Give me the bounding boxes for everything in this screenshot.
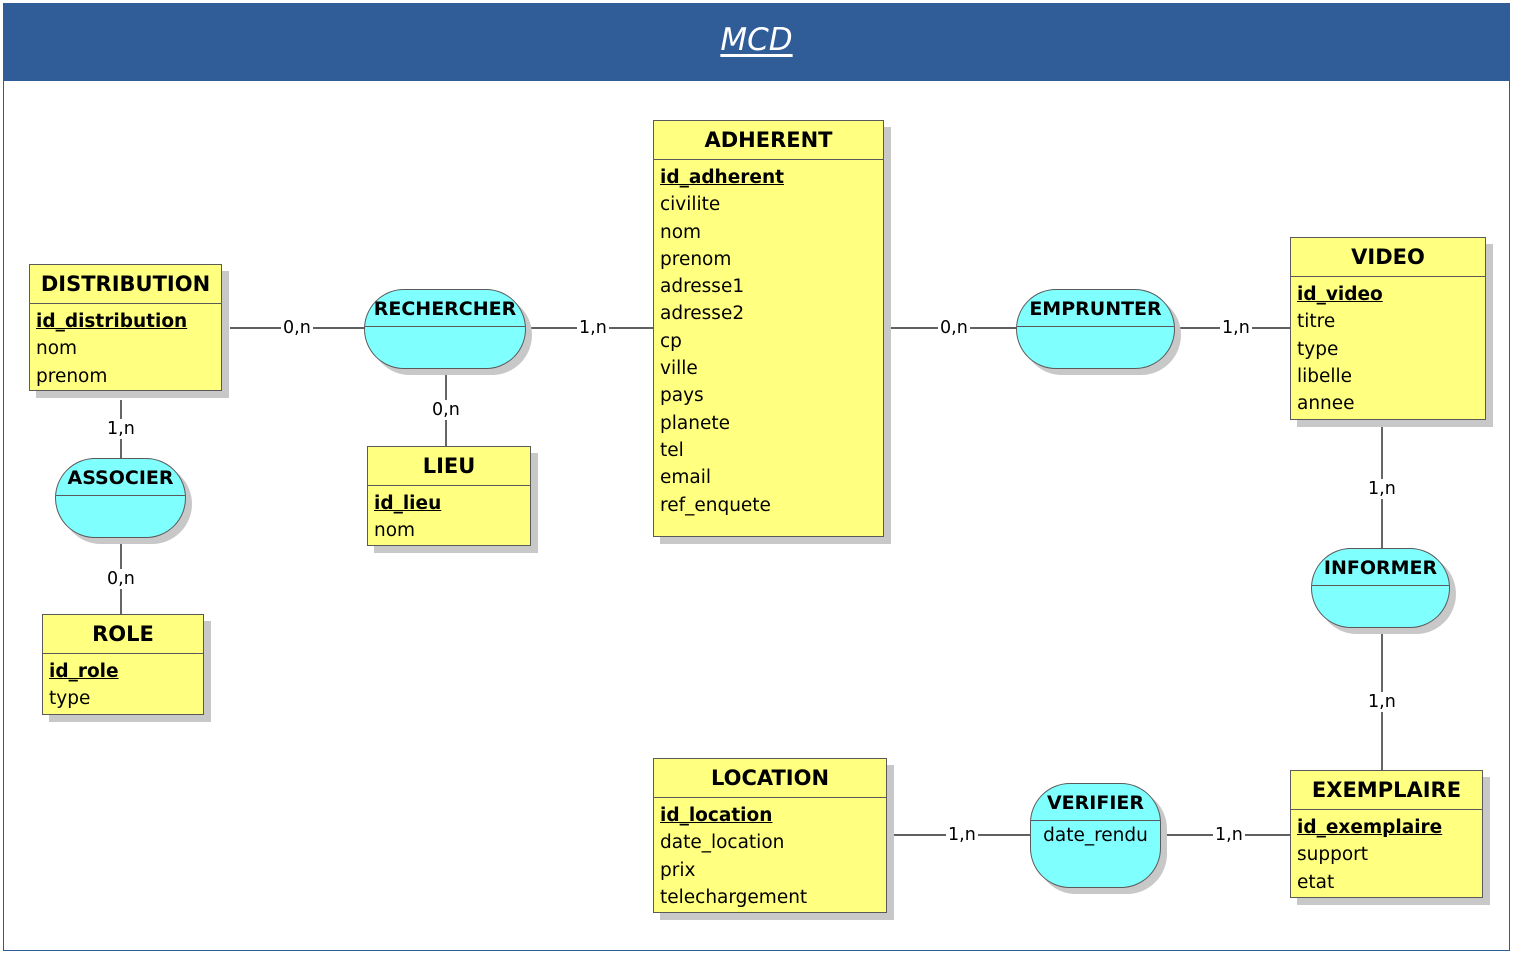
association-rechercher[interactable]: RECHERCHER: [364, 289, 526, 369]
attribute: cp: [660, 330, 682, 352]
primary-key: id_distribution: [36, 311, 188, 332]
attribute: civilite: [660, 194, 721, 216]
attribute: type: [49, 688, 91, 710]
association-associer[interactable]: ASSOCIER: [55, 458, 186, 538]
cardinality-lieu-rechercher: 0,n: [430, 400, 462, 420]
entity-title: DISTRIBUTION: [30, 265, 221, 304]
association-verifier[interactable]: VERIFIER date_rendu: [1030, 783, 1161, 888]
cardinality-location-verifier: 1,n: [946, 825, 978, 845]
primary-key: id_location: [660, 805, 773, 826]
association-title: ASSOCIER: [56, 459, 185, 496]
attribute: planete: [660, 412, 730, 434]
attribute: etat: [1297, 871, 1335, 893]
attribute: date_location: [660, 832, 785, 854]
entity-title: VIDEO: [1291, 238, 1485, 277]
association-emprunter[interactable]: EMPRUNTER: [1016, 289, 1175, 369]
attribute: prenom: [36, 365, 108, 387]
attribute: ref_enquete: [660, 494, 771, 516]
attribute: adresse2: [660, 303, 745, 325]
entity-exemplaire[interactable]: EXEMPLAIRE id_exemplaire support etat: [1290, 770, 1483, 898]
attribute: ville: [660, 358, 698, 380]
attribute: telechargement: [660, 886, 808, 908]
entity-title: LOCATION: [654, 759, 886, 798]
cardinality-video-emprunter: 1,n: [1220, 318, 1252, 338]
cardinality-exemplaire-informer: 1,n: [1366, 692, 1398, 712]
attribute: libelle: [1297, 365, 1353, 387]
primary-key: id_exemplaire: [1297, 817, 1443, 838]
entity-role[interactable]: ROLE id_role type: [42, 614, 204, 715]
cardinality-adherent-emprunter: 0,n: [938, 318, 970, 338]
entity-adherent[interactable]: ADHERENT id_adherent civilite nom prenom…: [653, 120, 884, 537]
attribute: email: [660, 467, 712, 489]
attribute: titre: [1297, 311, 1336, 333]
cardinality-role-associer: 0,n: [105, 569, 137, 589]
association-title: INFORMER: [1312, 549, 1449, 586]
association-attribute: date_rendu: [1043, 825, 1148, 846]
association-title: VERIFIER: [1031, 784, 1160, 821]
cardinality-video-informer: 1,n: [1366, 479, 1398, 499]
primary-key: id_adherent: [660, 167, 784, 188]
entity-distribution[interactable]: DISTRIBUTION id_distribution nom prenom: [29, 264, 222, 391]
attribute: tel: [660, 439, 684, 461]
attribute: prix: [660, 859, 696, 881]
attribute: annee: [1297, 393, 1355, 415]
cardinality-adherent-rechercher: 1,n: [577, 318, 609, 338]
primary-key: id_role: [49, 661, 119, 682]
attribute: prenom: [660, 248, 732, 270]
entity-video[interactable]: VIDEO id_video titre type libelle annee: [1290, 237, 1486, 420]
attribute: nom: [660, 221, 702, 243]
attribute: pays: [660, 385, 704, 407]
primary-key: id_lieu: [374, 493, 442, 514]
attribute: support: [1297, 844, 1369, 866]
entity-title: ADHERENT: [654, 121, 883, 160]
entity-lieu[interactable]: LIEU id_lieu nom: [367, 446, 531, 546]
attribute: adresse1: [660, 276, 745, 298]
attribute: nom: [374, 520, 416, 542]
title-bar: MCD: [3, 3, 1510, 81]
diagram-title: MCD: [720, 22, 793, 58]
entity-title: ROLE: [43, 615, 203, 654]
attribute: nom: [36, 338, 78, 360]
entity-title: LIEU: [368, 447, 530, 486]
association-title: RECHERCHER: [365, 290, 525, 327]
entity-location[interactable]: LOCATION id_location date_location prix …: [653, 758, 887, 913]
cardinality-distribution-associer: 1,n: [105, 419, 137, 439]
attribute: type: [1297, 338, 1339, 360]
cardinality-distribution-rechercher: 0,n: [281, 318, 313, 338]
association-informer[interactable]: INFORMER: [1311, 548, 1450, 628]
cardinality-exemplaire-verifier: 1,n: [1213, 825, 1245, 845]
primary-key: id_video: [1297, 284, 1383, 305]
entity-title: EXEMPLAIRE: [1291, 771, 1482, 810]
association-title: EMPRUNTER: [1017, 290, 1174, 327]
